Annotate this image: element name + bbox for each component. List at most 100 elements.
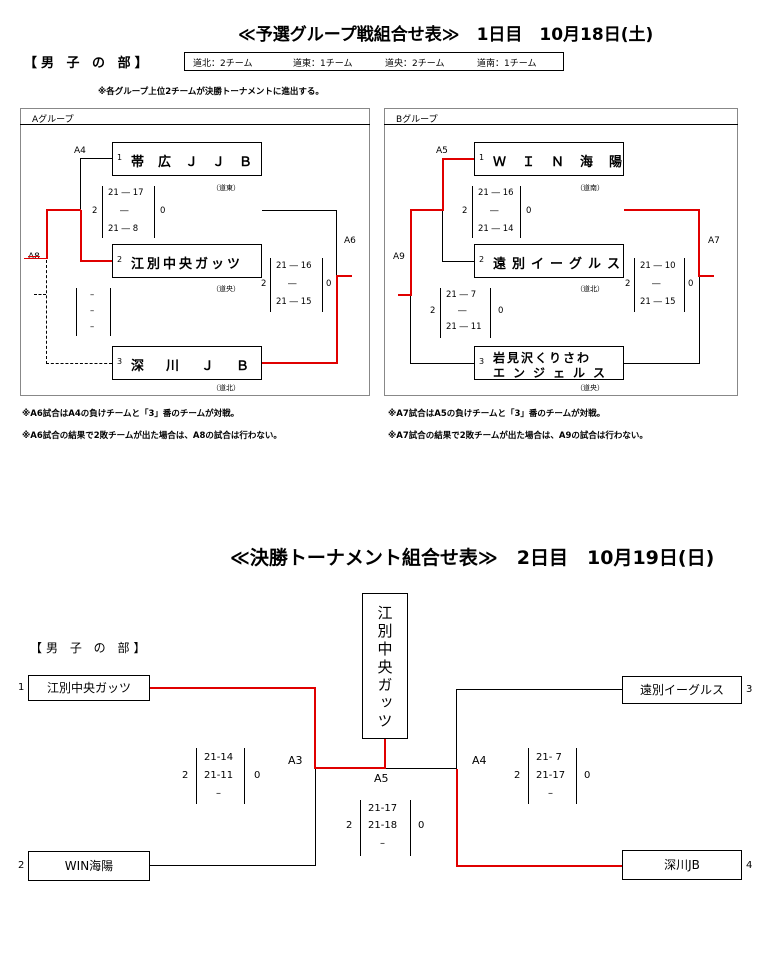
score-set: 21 ― 7 — [446, 290, 477, 300]
score-set: – — [90, 306, 95, 316]
score-right: 0 — [254, 770, 261, 781]
score-set: ― — [652, 279, 661, 289]
group-b-note: ※A7試合の結果で2敗チームが出た場合は、A9の試合は行わない。 — [388, 431, 648, 441]
score-right: 0 — [498, 306, 504, 316]
bracket-line — [315, 769, 316, 866]
bracket-line-winner — [442, 158, 444, 210]
champion-name: 江別中央ガッツ — [375, 605, 394, 731]
bracket-line-winner — [442, 158, 474, 160]
score-set: – — [90, 322, 95, 332]
score-set: 21 ― 17 — [108, 188, 144, 198]
score-set: ― — [490, 206, 499, 216]
region-summary: 道北：2チーム 道東：1チーム 道央：2チーム 道南：1チーム — [184, 52, 564, 71]
score-set: 21- 7 — [536, 752, 562, 763]
score-set: 21-11 — [204, 770, 234, 781]
bracket-line — [442, 261, 474, 262]
group-a-panel — [20, 108, 370, 396]
bracket-line-dashed — [34, 294, 46, 295]
score-left: 2 — [462, 206, 468, 216]
group-a-header-line — [20, 124, 370, 125]
group-a-label: Aグループ — [32, 115, 74, 125]
final-team-3: 遠別イーグルス — [622, 676, 742, 704]
game-label-a5: A5 — [374, 772, 389, 785]
score-set: 21 ― 8 — [108, 224, 139, 234]
bracket-line — [410, 363, 474, 364]
bracket-line — [442, 210, 443, 262]
group-a-note: ※A6試合の結果で2敗チームが出た場合は、A8の試合は行わない。 — [22, 431, 282, 441]
score-set: 21 ― 11 — [446, 322, 482, 332]
score-right: 0 — [688, 279, 694, 289]
game-label-a8: A8 — [28, 252, 40, 262]
bracket-line-winner — [398, 294, 412, 296]
score-right: 0 — [160, 206, 166, 216]
group-b-team-2: 2 遠別イーグルス — [474, 244, 624, 278]
group-b-label: Bグループ — [396, 115, 438, 125]
game-label-a5: A5 — [436, 146, 448, 156]
team-seed: 3 — [117, 357, 123, 366]
score-set: 21 ― 16 — [276, 261, 312, 271]
final-seed: 1 — [18, 682, 25, 693]
bracket-line-winner — [314, 767, 386, 769]
final-seed: 3 — [746, 684, 753, 695]
bracket-line-winner — [698, 209, 700, 277]
bracket-line — [386, 768, 457, 769]
score-set: ― — [458, 306, 467, 316]
score-set: 21 ― 15 — [276, 297, 312, 307]
bracket-line — [624, 363, 700, 364]
score-set: ― — [120, 206, 129, 216]
bracket-line-winner — [46, 209, 48, 259]
score-left: 2 — [514, 770, 521, 781]
team-seed: 1 — [479, 153, 485, 162]
final-team-4: 深川JB — [622, 850, 742, 880]
bracket-line — [410, 296, 411, 364]
region-item: 道北：2チーム — [193, 59, 253, 69]
bracket-line — [336, 210, 337, 276]
group-b-team-3: 3 岩見沢くりさわ エンジェルス — [474, 346, 624, 380]
score-set: 21-14 — [204, 752, 234, 763]
score-set: 21 ― 16 — [478, 188, 514, 198]
bracket-line — [456, 689, 622, 690]
region-item: 道東：1チーム — [293, 59, 353, 69]
score-set: 21 ― 10 — [640, 261, 676, 271]
bracket-line-winner — [698, 275, 714, 277]
bracket-line-dashed — [46, 260, 47, 364]
bracket-line-winner — [456, 769, 458, 867]
score-set: – — [90, 290, 95, 300]
team-name: 岩見沢くりさわ — [493, 351, 592, 365]
game-label-a9: A9 — [393, 252, 405, 262]
bracket-line-dashed — [46, 363, 112, 364]
team-seed: 1 — [117, 153, 123, 162]
bracket-line-winner — [314, 687, 316, 769]
score-left: 2 — [346, 820, 353, 831]
team-region: （道北） — [212, 384, 240, 392]
team-name: ＷＩＮ海陽 — [493, 155, 639, 170]
group-a-team-3: 3 深川ＪＢ — [112, 346, 262, 380]
score-left: 2 — [261, 279, 267, 289]
team-name: 帯広ＪＪＢ — [131, 155, 267, 170]
score-right: 0 — [584, 770, 591, 781]
bracket-line-winner — [336, 275, 338, 364]
group-b-panel — [384, 108, 738, 396]
bracket-line-winner — [80, 260, 112, 262]
team-region: （道央） — [212, 285, 240, 293]
region-item: 道南：1チーム — [477, 59, 537, 69]
game-label-a7: A7 — [708, 236, 720, 246]
score-right: 0 — [418, 820, 425, 831]
bracket-line-winner — [410, 209, 412, 295]
bracket-line — [456, 689, 457, 769]
team-region: （道南） — [576, 184, 604, 192]
game-label-a4: A4 — [74, 146, 86, 156]
score-right: 0 — [526, 206, 532, 216]
day2-title: ≪決勝トーナメント組合せ表≫ 2日目 10月19日(日) — [230, 547, 715, 569]
day1-title: ≪予選グループ戦組合せ表≫ 1日目 10月18日(土) — [238, 25, 654, 45]
bracket-line-winner — [410, 209, 444, 211]
bracket-line — [80, 158, 81, 210]
bracket-line — [80, 158, 112, 159]
team-region: （道東） — [212, 184, 240, 192]
score-set: – — [216, 788, 221, 799]
team-seed: 2 — [479, 255, 485, 264]
bracket-line-winner — [456, 865, 622, 867]
score-set: 21-18 — [368, 820, 398, 831]
team-seed: 3 — [479, 357, 485, 366]
team-name: 江別中央ガッツ — [131, 257, 244, 272]
